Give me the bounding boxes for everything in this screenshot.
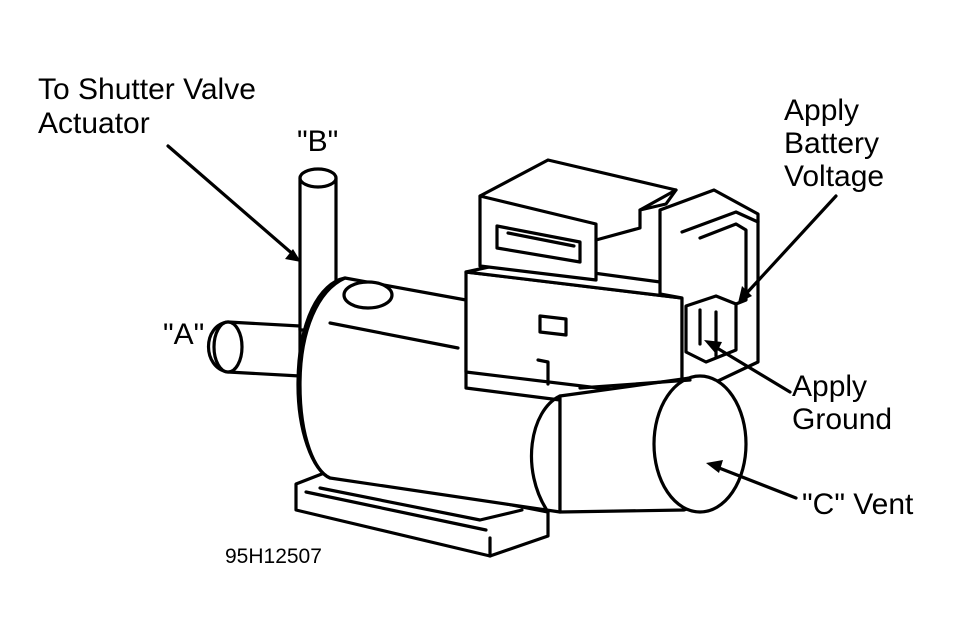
label-shutter-line2: Actuator <box>38 107 150 140</box>
figure-reference: 95H12507 <box>225 545 322 568</box>
label-port-b: "B" <box>297 125 339 158</box>
label-ground-line1: Apply <box>792 370 868 403</box>
label-port-a: "A" <box>163 318 205 351</box>
leader-ground <box>704 340 792 394</box>
connector-housing <box>464 260 692 400</box>
plug-latch <box>658 188 760 400</box>
solenoid-body <box>296 276 562 514</box>
label-shutter-line1: To Shutter Valve <box>38 73 256 106</box>
vent-cylinder <box>529 374 748 514</box>
connector-upper-block <box>478 158 678 282</box>
leader-shutter <box>166 144 301 262</box>
port-a-tube <box>206 320 302 378</box>
leader-vent <box>706 460 798 500</box>
label-battery-line1: Apply <box>784 94 860 127</box>
label-vent: "C" Vent <box>802 488 914 521</box>
label-ground-line2: Ground <box>792 403 893 436</box>
label-battery-line3: Voltage <box>784 160 885 193</box>
label-battery-line2: Battery <box>784 127 880 160</box>
leader-battery <box>738 194 838 303</box>
